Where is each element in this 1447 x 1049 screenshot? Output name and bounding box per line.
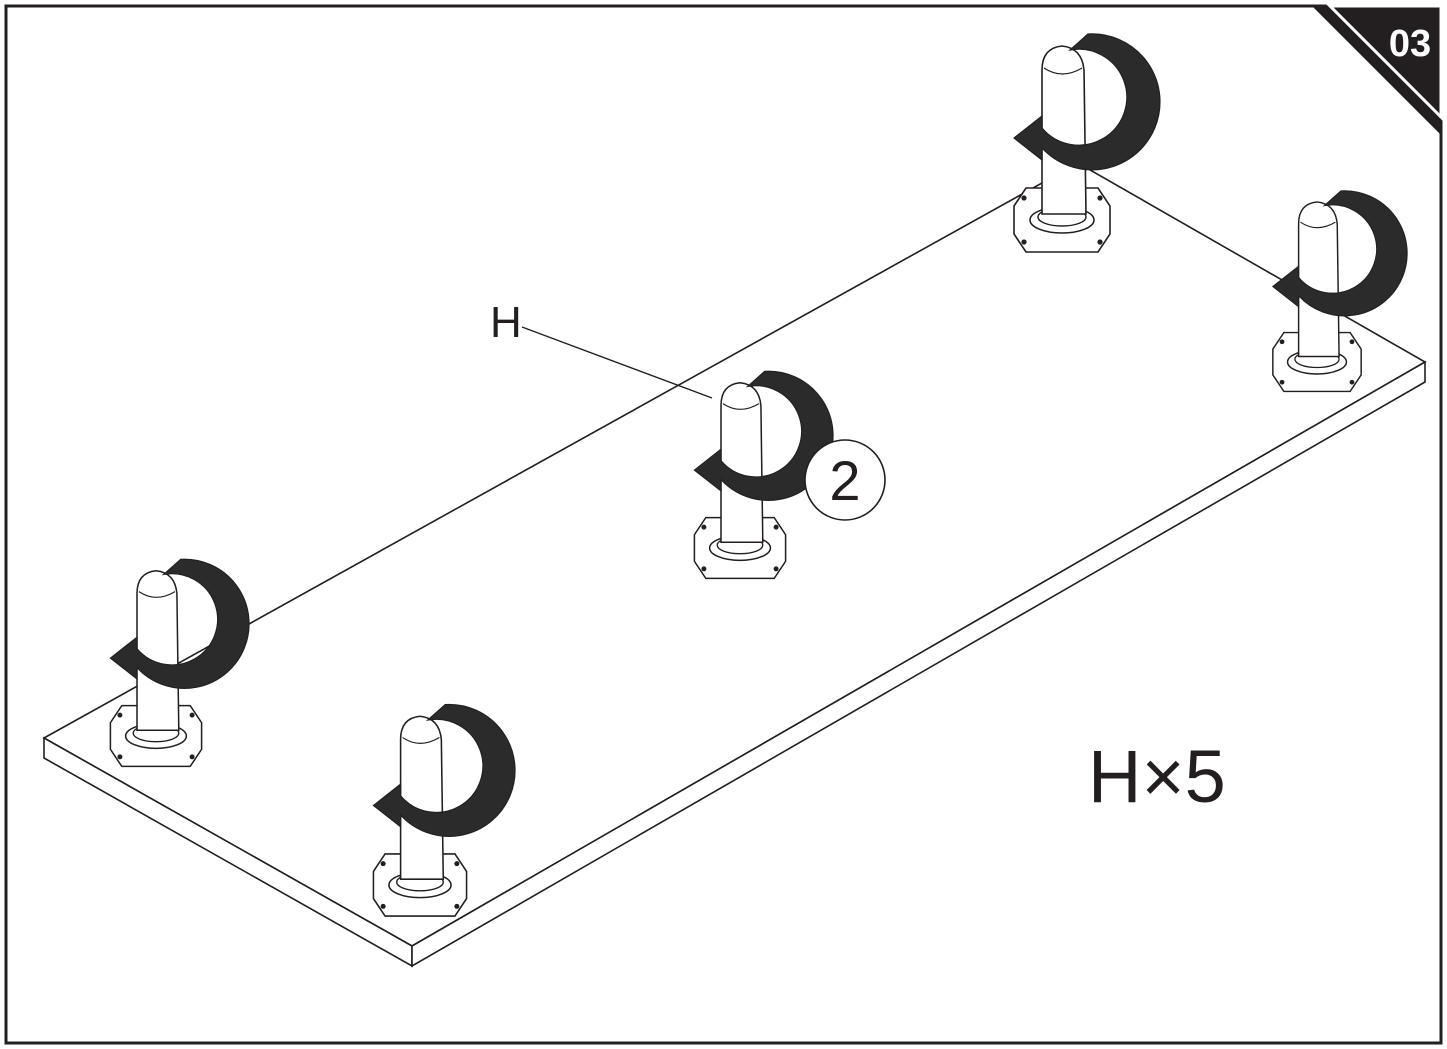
part-label: H <box>490 298 522 347</box>
sub-step-marker: 2 <box>804 439 886 521</box>
sub-step-number: 2 <box>829 449 860 512</box>
part-callout: H <box>490 298 713 399</box>
step-badge: 03 <box>1312 4 1443 135</box>
quantity-label: H×5 <box>1088 735 1226 818</box>
step-number: 03 <box>1389 23 1431 65</box>
